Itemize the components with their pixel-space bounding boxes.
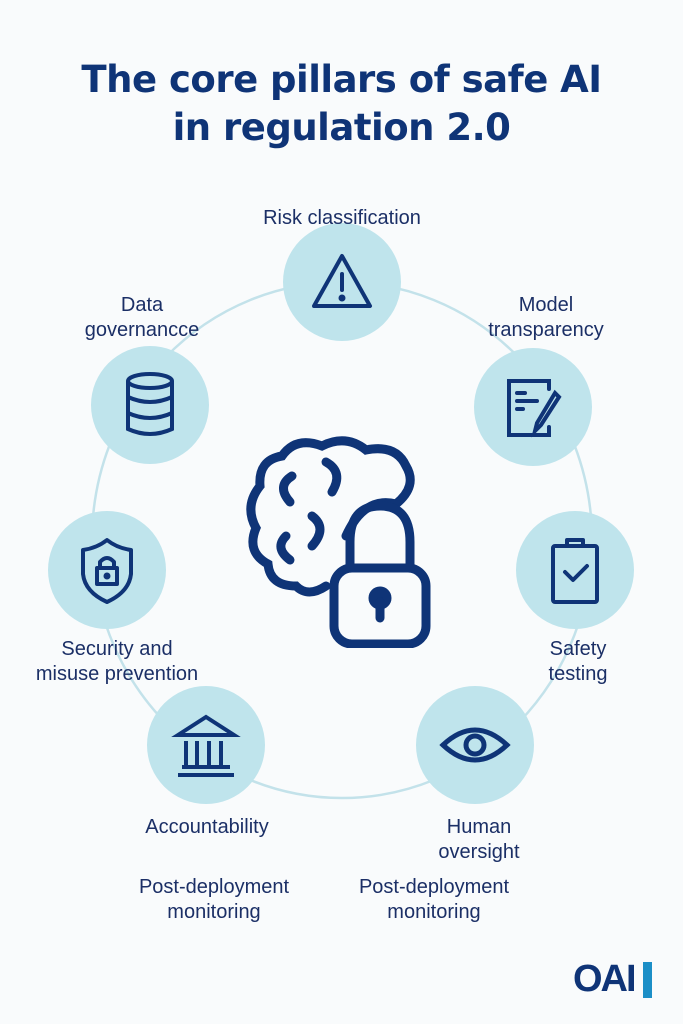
database-icon bbox=[126, 372, 174, 436]
pillar-accountability bbox=[147, 686, 265, 804]
institution-icon bbox=[171, 714, 241, 777]
title-line-1: The core pillars of safe AI bbox=[81, 58, 602, 101]
warning-triangle-icon bbox=[312, 254, 372, 308]
shield-lock-icon bbox=[81, 538, 133, 604]
brain-lock-icon bbox=[246, 436, 431, 648]
document-pen-icon bbox=[507, 379, 562, 438]
pillar-model-transparency bbox=[474, 348, 592, 466]
label-line: monitoring bbox=[387, 901, 481, 923]
label-data-governance: Data governancce bbox=[85, 293, 200, 343]
pillar-data-governance bbox=[91, 346, 209, 464]
label-human-oversight: Human oversight bbox=[438, 815, 519, 865]
logo-bar bbox=[642, 961, 652, 998]
logo: OAI bbox=[573, 958, 652, 1001]
eye-icon bbox=[439, 727, 511, 763]
label-line: oversight bbox=[438, 841, 520, 863]
page-title: The core pillars of safe AI in regulatio… bbox=[0, 56, 683, 152]
label-security: Security and misuse prevention bbox=[36, 637, 198, 687]
label-line: governancce bbox=[84, 319, 200, 341]
label-line: Human bbox=[446, 816, 512, 838]
label-post-deployment-2: Post-deployment monitoring bbox=[359, 875, 509, 925]
pillar-risk-classification bbox=[283, 223, 401, 341]
label-accountability: Accountability bbox=[145, 815, 268, 840]
label-line: Post-deployment bbox=[358, 876, 510, 898]
label-line: misuse prevention bbox=[35, 663, 199, 685]
label-line: Model bbox=[518, 294, 574, 316]
pillar-security bbox=[48, 511, 166, 629]
label-line: Security and bbox=[61, 638, 173, 660]
clipboard-check-icon bbox=[551, 538, 599, 604]
label-line: transparency bbox=[488, 319, 604, 341]
pillar-human-oversight bbox=[416, 686, 534, 804]
pillar-safety-testing bbox=[516, 511, 634, 629]
title-line-2: in regulation 2.0 bbox=[172, 106, 511, 149]
label-risk-classification: Risk classification bbox=[263, 206, 421, 231]
label-line: Accountability bbox=[145, 816, 269, 838]
label-line: Data bbox=[120, 294, 164, 316]
label-post-deployment-1: Post-deployment monitoring bbox=[139, 875, 289, 925]
label-line: Post-deployment bbox=[138, 876, 290, 898]
label-line: monitoring bbox=[167, 901, 261, 923]
label-line: Risk classification bbox=[263, 207, 421, 229]
label-safety-testing: Safety testing bbox=[549, 637, 608, 687]
label-model-transparency: Model transparency bbox=[488, 293, 604, 343]
logo-text: OAI bbox=[573, 958, 637, 1000]
label-line: Safety bbox=[549, 638, 607, 660]
label-line: testing bbox=[548, 663, 608, 685]
